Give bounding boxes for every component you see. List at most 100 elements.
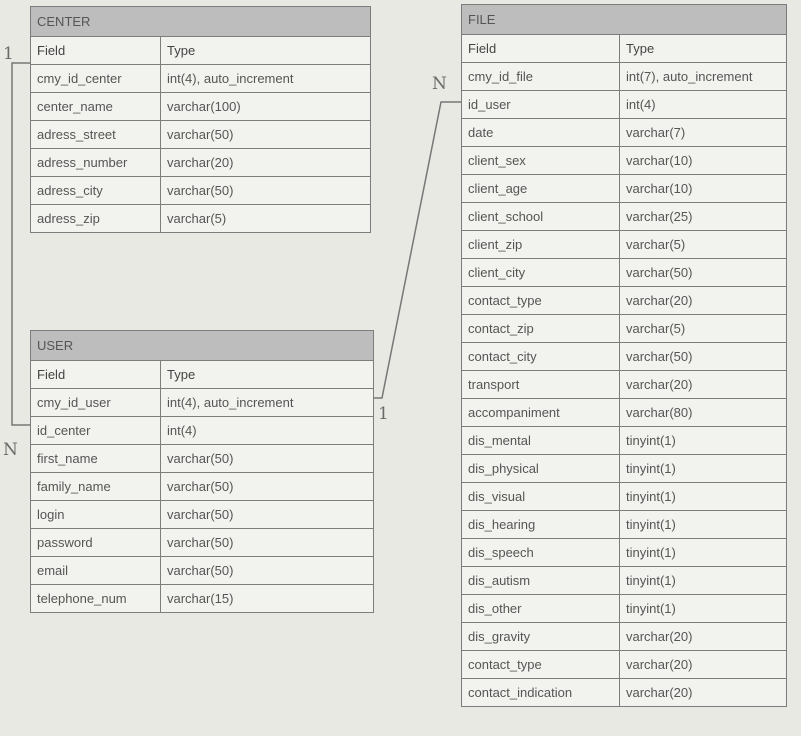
- file-row-field: contact_city: [461, 342, 620, 371]
- file-row-field: dis_physical: [461, 454, 620, 483]
- file-row-type: tinyint(1): [619, 594, 787, 623]
- file-header-field: Field: [461, 34, 620, 63]
- file-row-field: dis_other: [461, 594, 620, 623]
- user-table-title: USER: [30, 330, 374, 361]
- user-row-field: login: [30, 500, 161, 529]
- file-row-field: dis_visual: [461, 482, 620, 511]
- file-row-field: client_city: [461, 258, 620, 287]
- user-header-type: Type: [160, 360, 374, 389]
- user-row-type: varchar(50): [160, 528, 374, 557]
- file-row-type: tinyint(1): [619, 566, 787, 595]
- center-row-type: varchar(50): [159, 176, 372, 205]
- file-row-type: varchar(20): [619, 678, 787, 707]
- file-row-type: varchar(20): [619, 286, 787, 315]
- file-row-type: varchar(80): [619, 398, 787, 427]
- file-row-type: tinyint(1): [619, 426, 787, 455]
- file-row-type: int(7), auto_increment: [619, 62, 787, 91]
- file-row-field: contact_type: [461, 650, 620, 679]
- user-row-type: int(4), auto_increment: [160, 388, 374, 417]
- file-row-field: dis_hearing: [461, 510, 620, 539]
- cardinality-user-one: 1: [378, 404, 389, 424]
- file-row-type: varchar(5): [619, 314, 787, 343]
- file-header-type: Type: [619, 34, 787, 63]
- file-row-type: tinyint(1): [619, 510, 787, 539]
- user-row-type: varchar(50): [160, 500, 374, 529]
- center-header-field: Field: [30, 36, 161, 65]
- file-row-type: varchar(50): [619, 342, 787, 371]
- file-row-field: dis_autism: [461, 566, 620, 595]
- file-row-field: contact_indication: [461, 678, 620, 707]
- center-row-field: adress_zip: [30, 204, 161, 233]
- cardinality-user-many: N: [3, 440, 18, 460]
- file-row-field: client_school: [461, 202, 620, 231]
- center-table-title: CENTER: [29, 6, 372, 37]
- file-row-type: varchar(20): [619, 370, 787, 399]
- user-row-field: id_center: [30, 416, 161, 445]
- user-row-type: varchar(15): [160, 584, 374, 613]
- file-row-type: varchar(10): [619, 174, 787, 203]
- center-row-type: varchar(5): [159, 204, 372, 233]
- user-row-field: password: [30, 528, 161, 557]
- center-row-field: adress_city: [30, 176, 161, 205]
- file-row-field: date: [461, 118, 620, 147]
- user-row-field: telephone_num: [30, 584, 161, 613]
- file-row-type: varchar(10): [619, 146, 787, 175]
- file-row-field: contact_zip: [461, 314, 620, 343]
- file-row-field: transport: [461, 370, 620, 399]
- file-row-field: cmy_id_file: [461, 62, 620, 91]
- file-row-type: tinyint(1): [619, 538, 787, 567]
- user-row-type: varchar(50): [160, 472, 374, 501]
- user-row-field: email: [30, 556, 161, 585]
- user-row-type: varchar(50): [160, 444, 374, 473]
- center-row-field: adress_number: [30, 148, 161, 177]
- file-row-type: tinyint(1): [619, 482, 787, 511]
- file-row-field: id_user: [461, 90, 620, 119]
- file-row-type: varchar(25): [619, 202, 787, 231]
- center-row-field: adress_street: [30, 120, 161, 149]
- file-row-type: varchar(7): [619, 118, 787, 147]
- file-row-field: accompaniment: [461, 398, 620, 427]
- file-row-type: varchar(20): [619, 650, 787, 679]
- file-row-field: client_zip: [461, 230, 620, 259]
- user-file-relation-line: [373, 101, 461, 399]
- file-row-field: dis_speech: [461, 538, 620, 567]
- file-row-field: client_age: [461, 174, 620, 203]
- file-row-type: int(4): [619, 90, 787, 119]
- file-row-type: varchar(20): [619, 622, 787, 651]
- user-row-field: family_name: [30, 472, 161, 501]
